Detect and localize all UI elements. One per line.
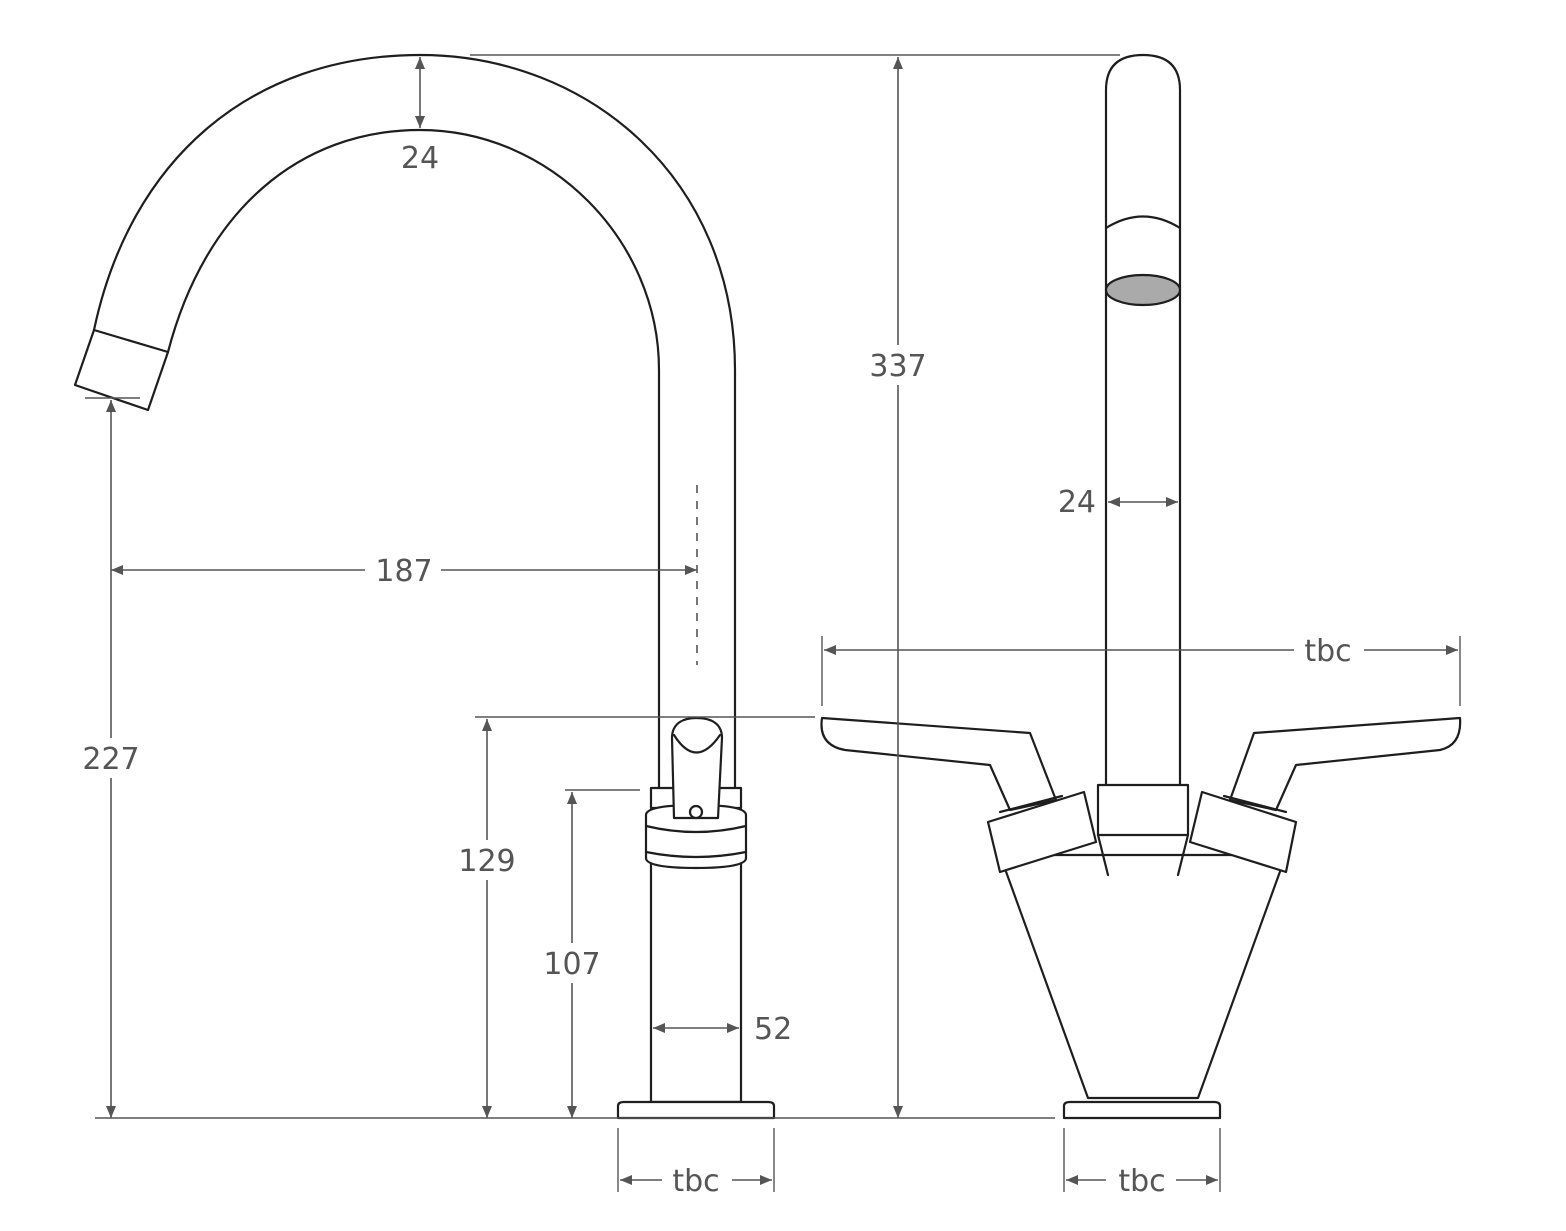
spout-inner bbox=[166, 128, 661, 792]
front-hub bbox=[1096, 783, 1190, 837]
label-spout-thickness: 24 bbox=[401, 141, 439, 176]
front-right-cartridge bbox=[1188, 790, 1298, 874]
front-tube bbox=[1104, 53, 1182, 787]
label-base-side: tbc bbox=[672, 1164, 719, 1199]
front-tube-band bbox=[1104, 215, 1182, 230]
side-handle-screw bbox=[688, 804, 704, 820]
label-body-height: 107 bbox=[543, 947, 600, 982]
front-right-lever bbox=[1228, 716, 1462, 812]
label-tube-width: 24 bbox=[1058, 485, 1096, 520]
label-handle-span: tbc bbox=[1304, 634, 1351, 669]
label-body-width: 52 bbox=[754, 1012, 792, 1047]
side-handle bbox=[670, 716, 724, 820]
label-spout-reach: 187 bbox=[375, 554, 432, 589]
dimension-labels: 24 337 24 187 227 129 107 52 tbc tbc tbc bbox=[80, 141, 1364, 1200]
front-left-lever bbox=[820, 716, 1058, 812]
extension-lines bbox=[85, 54, 1461, 1192]
front-view bbox=[820, 53, 1462, 1120]
front-base-plate bbox=[1062, 1100, 1222, 1120]
label-outlet-height: 227 bbox=[82, 742, 139, 777]
spout-outlet-aerator bbox=[73, 328, 170, 412]
side-view bbox=[73, 53, 776, 1120]
spout-outer bbox=[92, 53, 737, 792]
side-base-plate bbox=[616, 1100, 776, 1120]
label-base-front: tbc bbox=[1118, 1164, 1165, 1199]
front-left-cartridge bbox=[986, 790, 1098, 874]
front-aerator bbox=[1104, 273, 1182, 307]
side-body-column bbox=[649, 838, 743, 1104]
label-overall-height: 337 bbox=[869, 349, 926, 384]
front-body bbox=[998, 853, 1288, 1100]
label-handle-height: 129 bbox=[458, 844, 515, 879]
